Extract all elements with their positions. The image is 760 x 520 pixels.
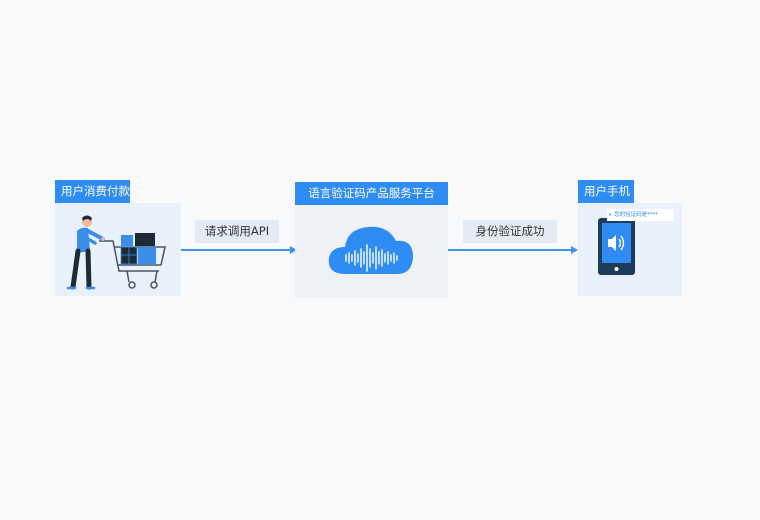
- phone-icon: [598, 218, 635, 275]
- platform-title: 语言验证码产品服务平台: [295, 182, 448, 205]
- request-api-arrow-line: [181, 249, 291, 251]
- shopping-cart-illustration: [66, 215, 166, 290]
- user-phone-title: 用户手机: [578, 180, 634, 203]
- verify-success-arrow-line: [448, 249, 572, 251]
- request-api-arrowhead: [290, 246, 297, 254]
- sms-message-bubble: 🔈︎ 您的验证码是****: [607, 209, 674, 221]
- sms-message-text: 您的验证码是****: [614, 212, 659, 218]
- verify-success-label: 身份验证成功: [463, 220, 557, 243]
- verify-success-arrowhead: [571, 246, 578, 254]
- speaker-icon: 🔈︎: [609, 212, 613, 218]
- request-api-label: 请求调用API: [195, 220, 279, 243]
- user-payment-title: 用户消费付款: [55, 180, 130, 203]
- cloud-voice-icon: [328, 226, 413, 274]
